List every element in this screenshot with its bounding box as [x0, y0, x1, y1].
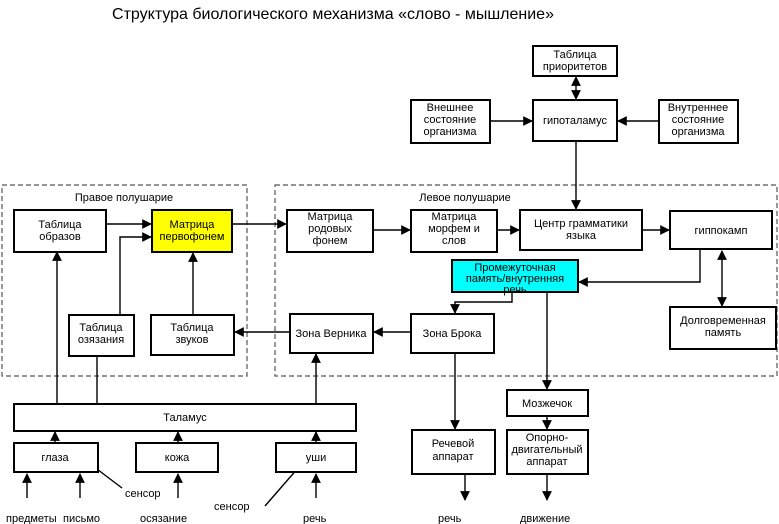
sensor-label-2: сенсор [214, 501, 250, 513]
right-hemisphere-label: Правое полушарие [75, 192, 173, 204]
svg-text:Зона Верника: Зона Верника [296, 328, 368, 340]
box-wernicke-zone: Зона Верника [289, 313, 374, 354]
connectors [22, 76, 727, 507]
box-hippocampus: гиппокамп [669, 210, 773, 250]
svg-text:гиппокамп: гиппокамп [695, 225, 748, 237]
box-eyes: глаза [13, 442, 99, 473]
writing-label: письмо [63, 513, 100, 524]
touch-sense-label: осязание [140, 513, 187, 524]
hippocampus-to-memory-arrow [578, 249, 701, 287]
svg-text:Мозжечок: Мозжечок [522, 398, 572, 410]
svg-text:Таламус: Таламус [163, 412, 207, 424]
right-hemisphere-region [1, 184, 248, 377]
box-thalamus: Таламус [13, 403, 357, 432]
free-labels: сенсор сенсор предметы письмо осязание р… [6, 488, 570, 524]
speech-output-label: речь [438, 513, 462, 524]
svg-text:глаза: глаза [41, 452, 69, 464]
diagram-title: Структура биологического механизма «слов… [112, 6, 554, 23]
objects-label: предметы [6, 513, 57, 524]
box-ears: уши [275, 442, 357, 473]
left-hemisphere-region [274, 184, 778, 377]
svg-text:Зона Брока: Зона Брока [423, 328, 483, 340]
svg-text:кожа: кожа [165, 452, 190, 464]
movement-label: движение [520, 513, 570, 524]
speech-input-label: речь [303, 513, 327, 524]
svg-text:гипоталамус: гипоталамус [543, 115, 608, 127]
memory-to-broca-arrow [450, 292, 513, 314]
touch-to-proto-arrow [119, 232, 152, 314]
sensor-label-1: сенсор [125, 488, 161, 500]
box-hypothalamus: гипоталамус [532, 99, 618, 142]
svg-text:уши: уши [306, 452, 326, 464]
box-skin: кожа [135, 442, 219, 473]
box-broca-zone: Зона Брока [410, 313, 495, 354]
left-hemisphere-label: Левое полушарие [419, 192, 510, 204]
box-cerebellum: Мозжечок [506, 389, 589, 417]
